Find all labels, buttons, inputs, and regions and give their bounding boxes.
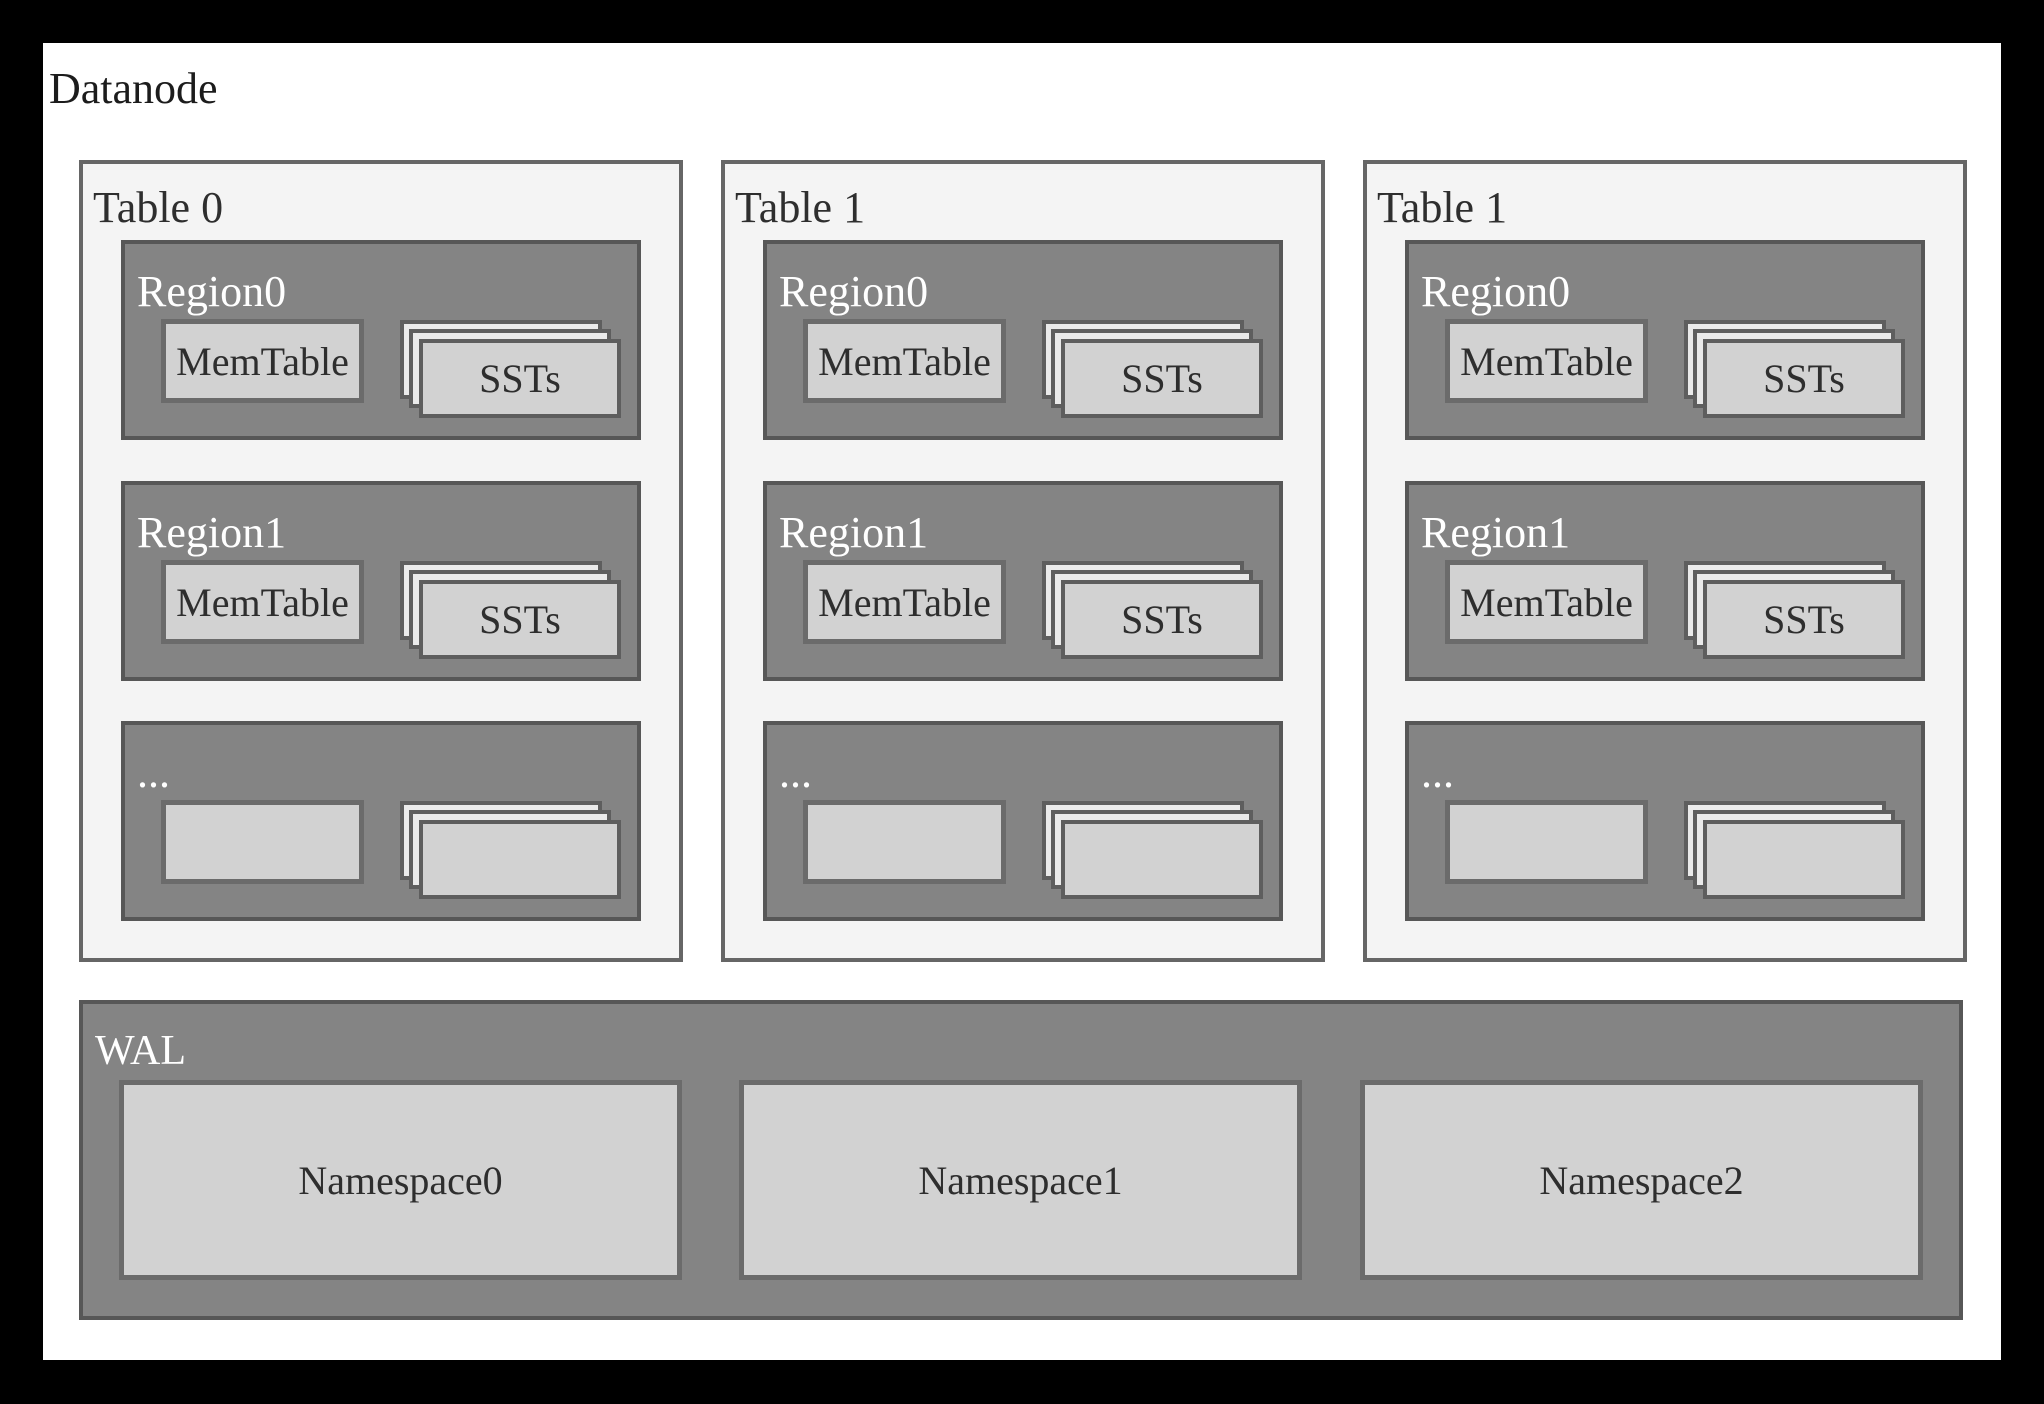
ssts-box-empty xyxy=(1703,820,1905,899)
memtable-box: MemTable xyxy=(161,560,364,644)
region-label: ... xyxy=(779,748,812,797)
region-label: Region0 xyxy=(779,267,929,316)
ssts-box-empty xyxy=(1061,820,1263,899)
table-panel-1: Table 1 Region0 MemTable SSTs Region1 Me… xyxy=(721,160,1325,962)
ssts-stack-empty xyxy=(1042,801,1263,899)
namespace-box-2: Namespace2 xyxy=(1360,1080,1923,1280)
namespace-box-1: Namespace1 xyxy=(739,1080,1302,1280)
memtable-box: MemTable xyxy=(803,560,1006,644)
region-label: Region1 xyxy=(1421,508,1571,557)
ssts-box: SSTs xyxy=(1703,339,1905,418)
table-panel-0: Table 0 Region0 MemTable SSTs Region1 Me… xyxy=(79,160,683,962)
region-label: Region1 xyxy=(137,508,287,557)
memtable-box: MemTable xyxy=(1445,319,1648,403)
page-title: Datanode xyxy=(49,64,218,113)
memtable-box-empty xyxy=(803,800,1006,884)
memtable-box-empty xyxy=(161,800,364,884)
ssts-stack: SSTs xyxy=(400,320,621,418)
region-box-ellipsis: ... xyxy=(1405,721,1925,921)
region-box: Region0 MemTable SSTs xyxy=(1405,240,1925,440)
region-box: Region1 MemTable SSTs xyxy=(121,481,641,681)
ssts-stack: SSTs xyxy=(1042,320,1263,418)
ssts-stack-empty xyxy=(400,801,621,899)
memtable-box: MemTable xyxy=(161,319,364,403)
region-box-ellipsis: ... xyxy=(121,721,641,921)
region-box: Region0 MemTable SSTs xyxy=(763,240,1283,440)
ssts-stack-empty xyxy=(1684,801,1905,899)
ssts-box-empty xyxy=(419,820,621,899)
ssts-stack: SSTs xyxy=(1684,320,1905,418)
ssts-stack: SSTs xyxy=(1042,561,1263,659)
region-label: Region0 xyxy=(1421,267,1571,316)
ssts-box: SSTs xyxy=(419,580,621,659)
wal-label: WAL xyxy=(95,1028,186,1074)
ssts-box: SSTs xyxy=(1061,339,1263,418)
namespace-box-0: Namespace0 xyxy=(119,1080,682,1280)
memtable-box-empty xyxy=(1445,800,1648,884)
table-label: Table 0 xyxy=(93,183,224,232)
ssts-stack: SSTs xyxy=(1684,561,1905,659)
region-label: Region0 xyxy=(137,267,287,316)
table-label: Table 1 xyxy=(735,183,866,232)
region-box-ellipsis: ... xyxy=(763,721,1283,921)
ssts-box: SSTs xyxy=(1061,580,1263,659)
region-label: ... xyxy=(1421,748,1454,797)
datanode-page: Datanode Table 0 Region0 MemTable SSTs R… xyxy=(43,43,2001,1360)
region-box: Region0 MemTable SSTs xyxy=(121,240,641,440)
region-box: Region1 MemTable SSTs xyxy=(763,481,1283,681)
region-box: Region1 MemTable SSTs xyxy=(1405,481,1925,681)
table-panel-2: Table 1 Region0 MemTable SSTs Region1 Me… xyxy=(1363,160,1967,962)
region-label: Region1 xyxy=(779,508,929,557)
ssts-stack: SSTs xyxy=(400,561,621,659)
ssts-box: SSTs xyxy=(419,339,621,418)
wal-panel: WAL Namespace0 Namespace1 Namespace2 xyxy=(79,1000,1963,1320)
ssts-box: SSTs xyxy=(1703,580,1905,659)
table-label: Table 1 xyxy=(1377,183,1508,232)
memtable-box: MemTable xyxy=(1445,560,1648,644)
memtable-box: MemTable xyxy=(803,319,1006,403)
region-label: ... xyxy=(137,748,170,797)
